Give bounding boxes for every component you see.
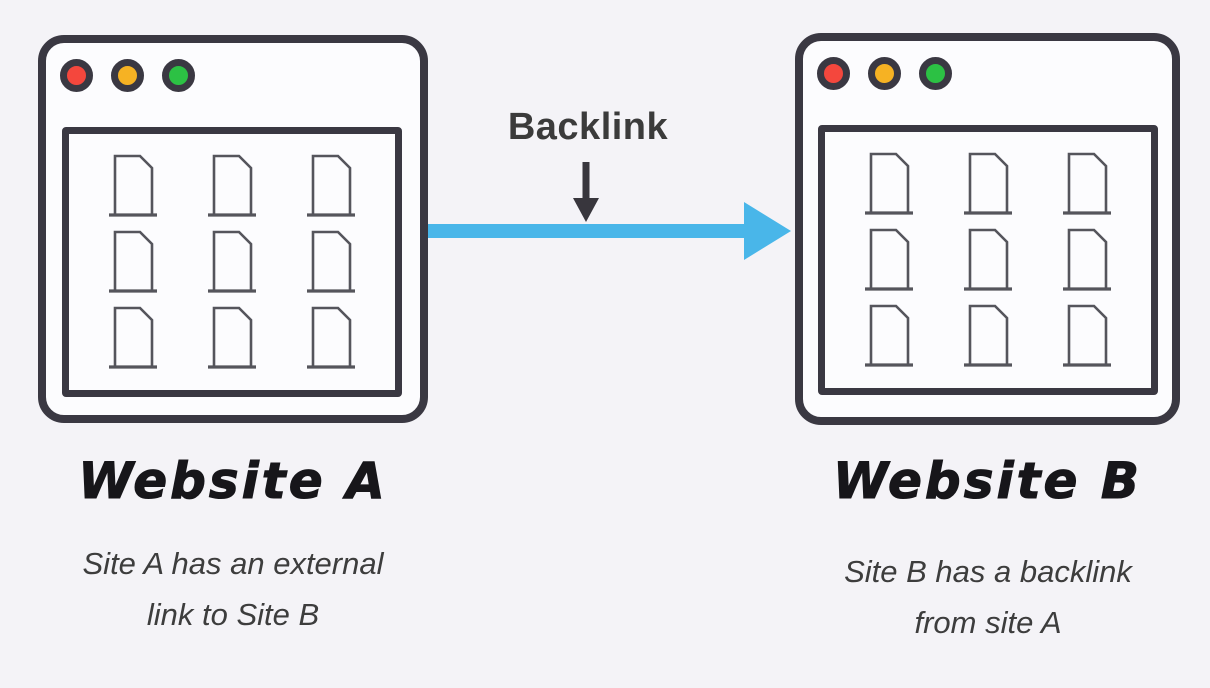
website-b-content-frame [818,125,1158,395]
document-icon [208,154,256,217]
website-a-title: Website A [78,451,388,510]
document-icon [865,228,913,291]
caption-line: link to Site B [146,597,320,633]
website-a-caption: Site A has an external link to Site B [23,538,443,641]
document-icon [208,230,256,293]
document-icon [307,306,355,369]
yellow-dot-icon [868,57,901,90]
document-icon [964,304,1012,367]
document-icon [109,154,157,217]
document-icon [865,304,913,367]
website-a-window [38,35,428,423]
document-icon [964,152,1012,215]
website-b-window [795,33,1180,425]
backlink-arrow-icon [428,202,791,260]
caption-line: from site A [914,605,1062,641]
caption-line: Site B has a backlink [844,554,1132,589]
red-dot-icon [60,59,93,92]
document-icon [307,230,355,293]
document-icon [1063,152,1111,215]
website-b-title: Website B [832,451,1142,510]
website-b-caption: Site B has a backlink from site A [778,546,1198,649]
red-dot-icon [817,57,850,90]
yellow-dot-icon [111,59,144,92]
document-icon [964,228,1012,291]
window-controls [817,57,952,90]
document-icon [208,306,256,369]
caption-line: Site A has an external [82,546,384,581]
document-icon [109,306,157,369]
document-icon [109,230,157,293]
green-dot-icon [919,57,952,90]
website-a-content-frame [62,127,402,397]
down-arrow-icon [573,162,599,222]
backlink-label: Backlink [507,106,669,148]
document-icon [307,154,355,217]
document-icon [1063,304,1111,367]
window-controls [60,59,195,92]
document-icon [1063,228,1111,291]
document-icon [865,152,913,215]
green-dot-icon [162,59,195,92]
